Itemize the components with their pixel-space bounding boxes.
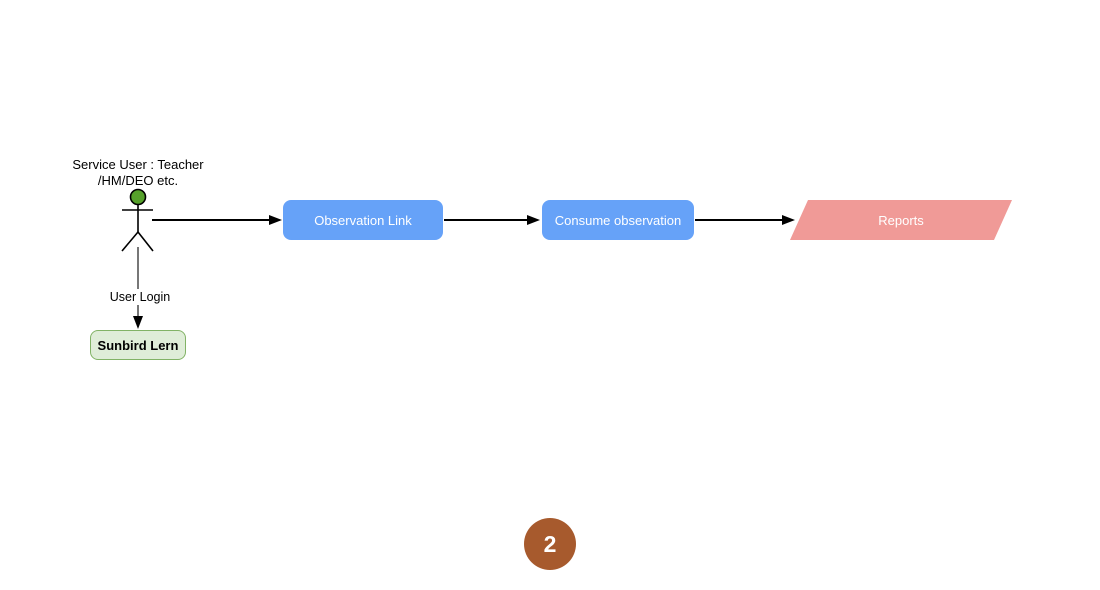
- node-sunbird-lern: Sunbird Lern: [90, 330, 186, 360]
- node-consume-observation: Consume observation: [542, 200, 694, 240]
- actor-label: Service User : Teacher /HM/DEO etc.: [48, 157, 228, 188]
- node-sunbird-lern-label: Sunbird Lern: [97, 337, 179, 353]
- user-login-label: User Login: [108, 289, 172, 305]
- page-number-badge-label: 2: [543, 530, 557, 557]
- node-reports-label: Reports: [878, 212, 924, 228]
- node-consume-observation-label: Consume observation: [554, 212, 682, 228]
- actor-icon: [121, 188, 154, 252]
- node-observation-link: Observation Link: [283, 200, 443, 240]
- actor-label-line2: /HM/DEO etc.: [97, 172, 179, 188]
- actor-head-icon: [129, 188, 147, 206]
- node-reports: Reports: [790, 200, 1012, 240]
- node-observation-link-label: Observation Link: [314, 212, 412, 228]
- actor-label-line1: Service User : Teacher: [72, 157, 204, 172]
- page-number-badge: 2: [524, 518, 576, 570]
